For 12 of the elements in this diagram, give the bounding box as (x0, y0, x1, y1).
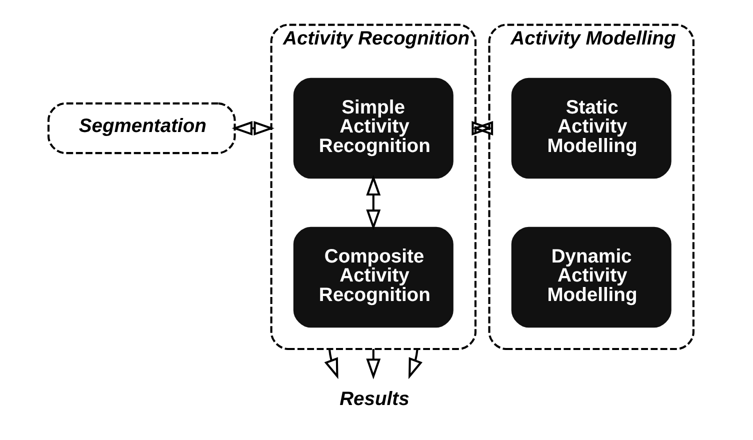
arrow (366, 174, 381, 230)
node-box: Dynamic Activity Modelling (511, 226, 672, 328)
arrow (472, 121, 494, 136)
arrow (408, 348, 422, 380)
node-box: Composite Activity Recognition (293, 226, 454, 328)
node-box: Segmentation (47, 102, 236, 154)
arrow (366, 348, 381, 380)
node-text: Results (340, 389, 410, 410)
arrow (324, 348, 338, 380)
node-box: Simple Activity Recognition (293, 78, 454, 179)
node-box: Static Activity Modelling (511, 78, 672, 179)
arrow (232, 121, 274, 136)
